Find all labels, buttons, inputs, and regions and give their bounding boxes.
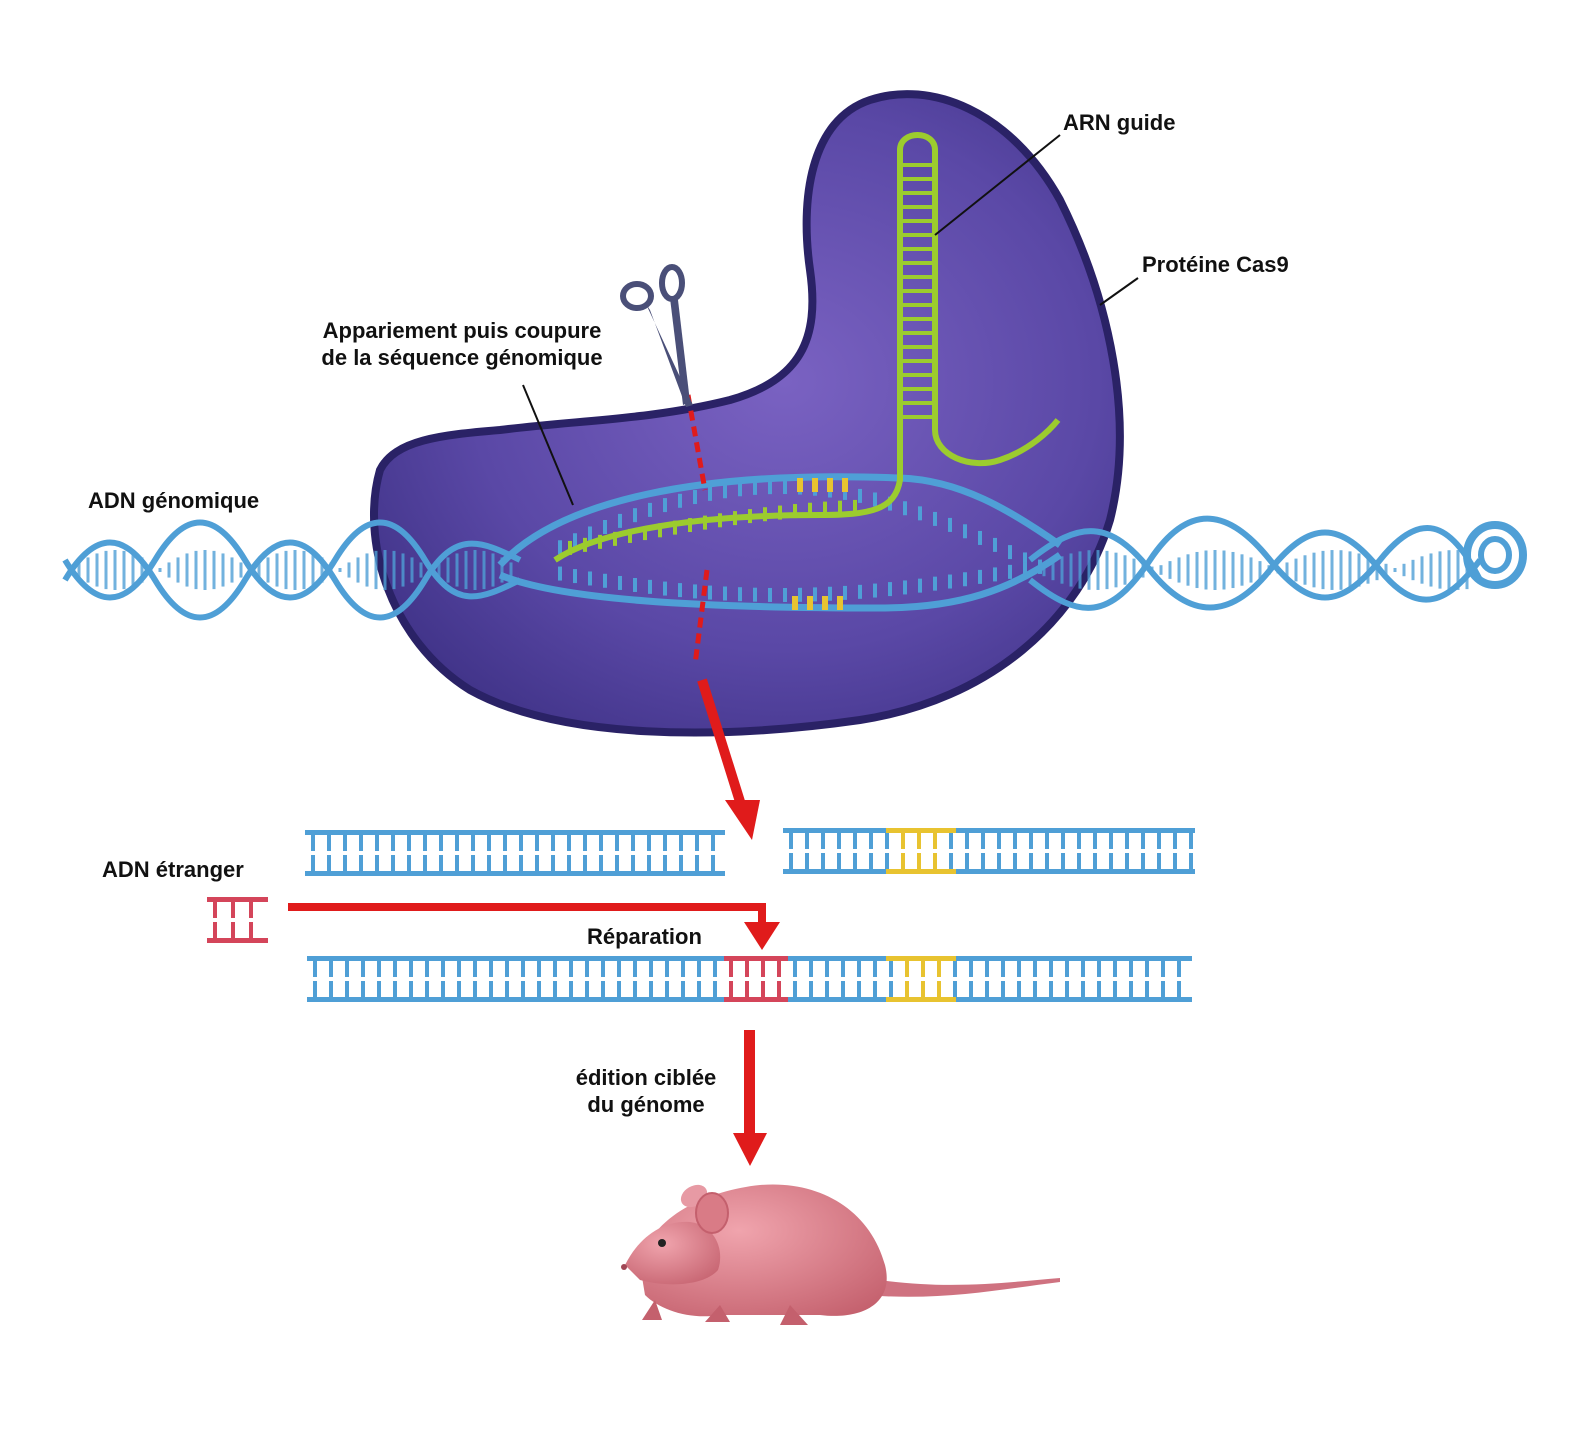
- arrow-to-cut: [697, 678, 747, 810]
- arrow-to-mouse: [744, 1030, 755, 1140]
- label-adn-genomique: ADN génomique: [88, 488, 259, 513]
- label-arn-guide: ARN guide: [1063, 110, 1175, 135]
- leader-proteine-cas9: [1099, 277, 1139, 306]
- label-proteine-cas9: Protéine Cas9: [1142, 252, 1289, 277]
- arrow-to-mouse-head: [733, 1133, 767, 1166]
- label-reparation: Réparation: [587, 924, 702, 949]
- dna-bubble-rungs: [558, 480, 1042, 602]
- cas9-protein: [370, 90, 1124, 737]
- label-edition-line2: du génome: [587, 1092, 704, 1117]
- genomic-dna-rungs-right: [1033, 550, 1469, 590]
- scissors-icon: [620, 264, 693, 407]
- cut-dna-right: [783, 828, 1195, 874]
- repair-arrow-head: [744, 922, 780, 950]
- repaired-dna: [307, 956, 1192, 1002]
- repair-arrow: [288, 903, 766, 925]
- dna-coil-end-inner: [1478, 536, 1512, 574]
- dna-coil-end: [1463, 521, 1527, 589]
- target-sequence-top: [797, 478, 848, 492]
- leader-arn-guide: [934, 134, 1061, 236]
- label-adn-etranger: ADN étranger: [102, 857, 244, 882]
- cut-line-top: [685, 394, 708, 491]
- guide-rna-stem-rungs: [902, 163, 933, 419]
- label-appariement-line1: Appariement puis coupure: [323, 318, 602, 343]
- arrow-to-cut-head: [725, 800, 760, 840]
- mouse-illustration: [621, 1184, 1060, 1325]
- genomic-dna-rungs-left: [68, 550, 513, 590]
- label-appariement-line2: de la séquence génomique: [321, 345, 602, 370]
- foreign-dna-fragment: [207, 897, 268, 943]
- guide-rna-pairing-rungs: [568, 499, 857, 555]
- target-sequence-bottom: [792, 596, 843, 610]
- label-edition-line1: édition ciblée: [576, 1065, 717, 1090]
- leader-appariement: [522, 384, 574, 506]
- dna-strand-top: [497, 473, 1063, 568]
- cut-dna-left: [305, 830, 725, 876]
